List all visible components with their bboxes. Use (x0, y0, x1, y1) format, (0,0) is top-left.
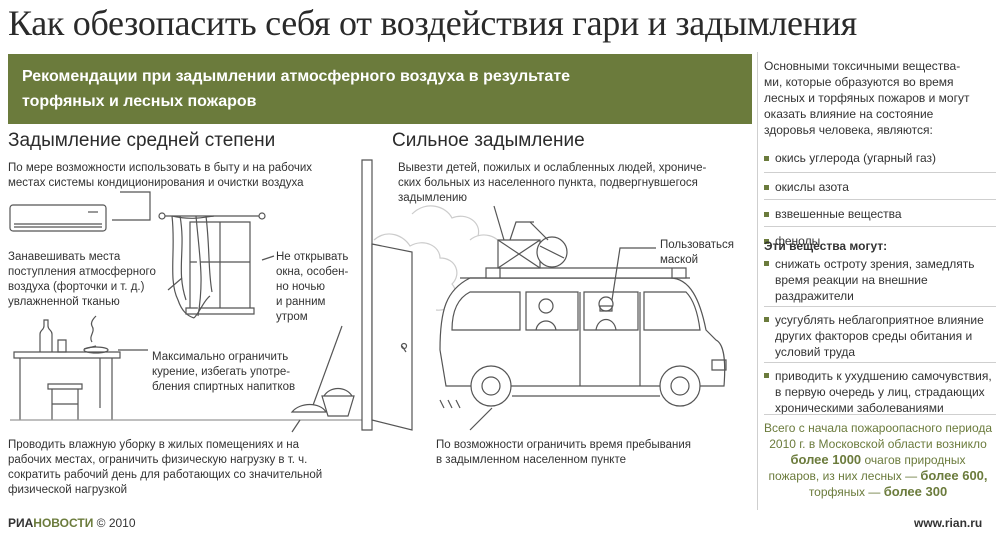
window-leader-line (262, 256, 274, 260)
table-with-bottle-icon (14, 316, 120, 420)
mask-recommendation: Пользоваться маской (660, 239, 735, 266)
curtain-recommendation: Занавешивать места поступления атмосферн… (8, 251, 156, 308)
evac-leader-line (494, 206, 504, 240)
page-title: Как обезопасить себя от воздействия гари… (8, 3, 857, 43)
smoking-recommendation: Максимально ограничить курение, избегать… (152, 351, 296, 393)
cleaning-leader-line (292, 420, 300, 432)
heavy-smoke-heading: Сильное задымление (392, 130, 585, 151)
effects-heading: Эти вещества могут: (764, 239, 888, 253)
ac-leader-line (112, 192, 150, 220)
luggage-icon (498, 222, 567, 268)
car-icon (440, 268, 726, 406)
window-recommendation: Не открывать окна, особен- но ночью и ра… (276, 251, 349, 323)
substance-item: окись углерода (угарный газ) (764, 150, 996, 172)
banner-line-1: Рекомендации при задымлении атмосферного… (22, 68, 571, 85)
banner-text: Рекомендации при задымлении атмосферного… (22, 64, 722, 114)
effects-list: снижать остроту зрения, замедлять время … (764, 256, 996, 416)
curtain-leader-line (168, 278, 182, 290)
stool-icon (48, 384, 82, 420)
evacuation-recommendation: Вывезти детей, пожилых и ослабленных люд… (398, 162, 707, 204)
substance-item: фенолы (764, 233, 996, 249)
site-url: www.rian.ru (914, 516, 983, 530)
window-curtain-icon (159, 213, 265, 318)
sidebar-divider (757, 52, 758, 510)
effect-item: снижать остроту зрения, замедлять время … (764, 256, 996, 304)
ria-novosti-logo: РИАНОВОСТИ © 2010 (8, 516, 136, 530)
substance-item: окислы азота (764, 179, 996, 195)
sidebar-intro: Основными токсичными вещества- ми, котор… (764, 59, 970, 137)
limit-stay-recommendation: По возможности ограничить время пребыван… (436, 439, 691, 466)
banner-line-2: торфяных и лесных пожаров (22, 93, 257, 110)
recommendations-banner (8, 54, 752, 124)
air-conditioner-icon (10, 205, 106, 231)
effect-item: приводить к ухудшению самочувствия, в пе… (764, 368, 996, 416)
mask-leader-line (612, 248, 656, 300)
mop-bucket-icon (292, 326, 354, 416)
substances-list: окись углерода (угарный газ) окислы азот… (764, 150, 996, 249)
effect-item: усугублять неблагоприятное влияние други… (764, 312, 996, 360)
illustrations (0, 0, 757, 510)
moderate-smoke-heading: Задымление средней степени (8, 130, 276, 151)
stats-divider (764, 414, 996, 415)
door-icon (362, 160, 412, 430)
cleaning-recommendation: Проводить влажную уборку в жилых помещен… (8, 439, 323, 496)
ac-recommendation: По мере возможности использовать в быту … (8, 162, 313, 189)
substance-item: взвешенные вещества (764, 206, 996, 222)
fire-statistics: Всего с начала пожароопасного периода 20… (763, 421, 993, 499)
limit-leader-line (470, 408, 492, 430)
